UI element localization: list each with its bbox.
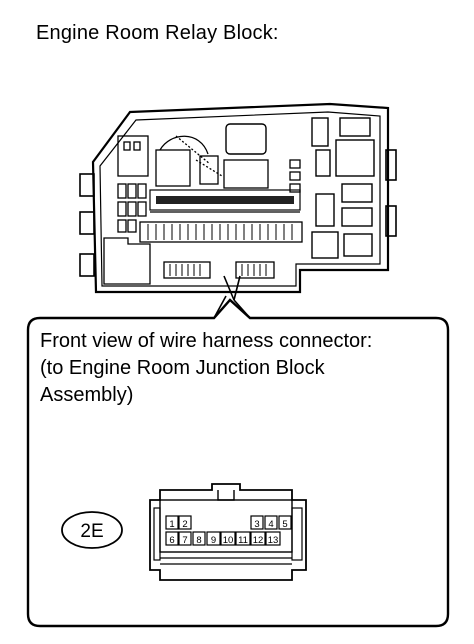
callout-line: Front view of wire harness connector:: [40, 330, 373, 352]
page-title: Engine Room Relay Block:: [36, 22, 279, 44]
pin-label: 4: [268, 519, 273, 530]
pin-row-top: [165, 515, 292, 530]
callout-frame: [26, 298, 450, 628]
pin-label: 11: [238, 535, 248, 546]
callout-pointer: [213, 275, 251, 319]
pin-label: 12: [253, 535, 264, 546]
connector-code: 2E: [80, 521, 103, 542]
pin-row-bottom: [165, 531, 281, 546]
pin-label: 3: [254, 519, 259, 530]
callout-line: (to Engine Room Junction Block: [40, 357, 325, 379]
relay-sockets: [225, 117, 375, 259]
connector-code-oval: [61, 511, 123, 549]
pin-label: 7: [182, 535, 187, 546]
interior-components: [103, 135, 303, 285]
pin-label: 10: [223, 535, 234, 546]
pin-label: 8: [196, 535, 201, 546]
callout-text: Front view of wire harness connector: (t…: [40, 328, 460, 409]
callout-line: Assembly): [40, 384, 134, 406]
pin-label: 13: [268, 535, 279, 546]
pin-label: 2: [182, 519, 187, 530]
pin-label: 5: [282, 519, 287, 530]
pin-label: 9: [211, 535, 216, 546]
pin-label: 6: [169, 535, 174, 546]
pin-label: 1: [169, 519, 174, 530]
relay-block-housing: [79, 102, 397, 294]
wire-harness-connector: [149, 483, 307, 581]
